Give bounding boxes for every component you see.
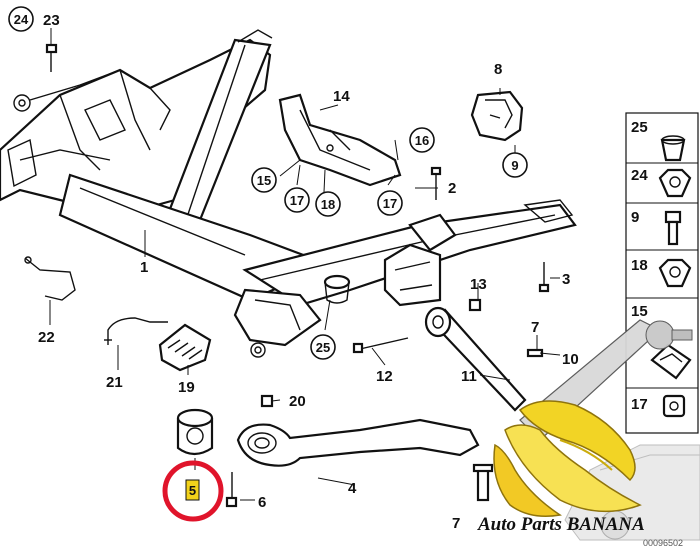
callout-10: 10	[562, 351, 579, 368]
bushing-icon	[660, 135, 686, 162]
stud-part-7-lower	[472, 463, 494, 502]
clip-icon	[650, 343, 692, 380]
callout-23: 23	[43, 12, 60, 29]
image-code: 00096502	[643, 538, 683, 548]
bushing-part-5	[176, 408, 214, 456]
legend-label-15: 15	[631, 303, 648, 320]
callout-13: 13	[470, 276, 487, 293]
brand-text: Auto Parts BANANA	[477, 514, 645, 535]
callout-4: 4	[348, 480, 357, 497]
legend-label-17: 17	[631, 396, 648, 413]
callout-3: 3	[562, 271, 570, 288]
control-arm-part-4	[236, 418, 480, 467]
callout-5: 5	[189, 483, 196, 498]
callout-12: 12	[376, 368, 393, 385]
callout-19: 19	[178, 379, 195, 396]
callout-17b: 17	[383, 196, 397, 211]
callout-25: 25	[316, 340, 330, 355]
cap-nut-icon	[662, 394, 686, 418]
callout-7b: 7	[452, 515, 460, 532]
callout-15: 15	[257, 173, 271, 188]
legend-label-9: 9	[631, 209, 639, 226]
callout-24: 24	[14, 12, 29, 27]
nut-icon-2	[658, 258, 692, 288]
watermark	[493, 319, 700, 541]
bracket-part-8	[470, 90, 524, 142]
control-arm-part-11	[424, 306, 527, 412]
callout-21: 21	[106, 374, 123, 391]
callout-6: 6	[258, 494, 266, 511]
highlighted-part-box	[185, 479, 200, 501]
callout-22: 22	[38, 329, 55, 346]
callout-14: 14	[333, 88, 350, 105]
nut-icon	[658, 168, 692, 198]
callout-11: 11	[461, 368, 477, 385]
legend-label-24: 24	[631, 167, 648, 184]
callout-9: 9	[511, 158, 518, 173]
red-highlight-circle	[162, 460, 224, 522]
callout-20: 20	[289, 393, 306, 410]
callout-2: 2	[448, 180, 456, 197]
banana-logo-icon	[493, 400, 642, 517]
legend-label-18: 18	[631, 257, 648, 274]
circled-callouts: 24 9 15 16 17 18 17 25	[8, 6, 528, 360]
callout-1: 1	[140, 259, 148, 276]
bracket-part-14	[278, 93, 402, 187]
bracket-part-22	[24, 256, 76, 301]
subframe-drawing	[0, 29, 577, 358]
callout-18: 18	[321, 197, 335, 212]
callout-17a: 17	[290, 193, 304, 208]
highlight-marker: 5	[162, 460, 224, 522]
bolt-icon	[664, 210, 682, 246]
mount-part-19	[158, 323, 212, 372]
callout-8: 8	[494, 61, 502, 78]
legend-panel: 25 24 9 18 15 17	[625, 112, 699, 434]
callout-16: 16	[415, 133, 429, 148]
callout-labels: 23 1 2 3 4 6 7 8 10 11 12 13 14 19 20 21…	[38, 12, 579, 532]
leader-lines	[49, 28, 561, 501]
bolts	[45, 43, 550, 508]
legend-label-25: 25	[631, 119, 648, 136]
callout-7: 7	[531, 319, 539, 336]
bracket-part-21	[104, 317, 168, 345]
